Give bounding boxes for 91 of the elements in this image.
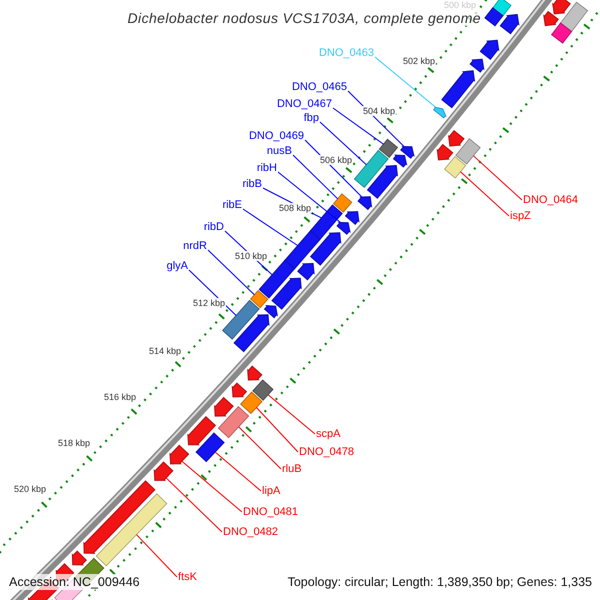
gene-label: DNO_0478 xyxy=(299,446,354,459)
scale-label: 516 kbp xyxy=(103,392,138,402)
gene-label: scpA xyxy=(316,428,340,441)
gene-glyph xyxy=(470,58,484,73)
leader-line xyxy=(208,250,255,296)
gene-glyph xyxy=(392,154,408,168)
genome-summary: Topology: circular; Length: 1,389,350 bp; Genes: 1,335 xyxy=(286,574,594,590)
leader-line xyxy=(242,208,298,246)
gene-glyph xyxy=(264,305,278,318)
scale-label: 510 kbp xyxy=(234,251,268,261)
gene-label: fbp xyxy=(304,112,319,125)
gene-glyph xyxy=(336,222,351,235)
gene-glyph xyxy=(543,10,559,26)
gene-block xyxy=(250,290,268,308)
gene-glyph xyxy=(169,444,190,464)
gene-glyph xyxy=(480,40,500,60)
gene-label: DNO_0464 xyxy=(523,194,578,207)
gene-block xyxy=(252,379,274,401)
gene-label: DNO_0481 xyxy=(243,506,298,519)
leader-line xyxy=(292,154,338,200)
gene-glyph xyxy=(441,70,476,108)
leader-line xyxy=(214,452,262,492)
scale-label: 514 kbp xyxy=(148,346,182,356)
gene-glyph xyxy=(357,196,372,210)
scale-label: 508 kbp xyxy=(278,203,312,213)
gene-block xyxy=(492,0,512,16)
gene-glyph xyxy=(271,278,302,310)
gene-label: ftsK xyxy=(178,571,197,584)
gene-glyph xyxy=(154,461,174,481)
gene-label: DNO_0463 xyxy=(318,47,374,60)
accession-text: Accession: NC_009446 xyxy=(7,574,142,590)
gene-block xyxy=(240,391,263,414)
gene-glyph xyxy=(366,164,398,199)
leader-line xyxy=(166,477,222,532)
leader-line xyxy=(238,426,282,470)
gene-label: ispZ xyxy=(510,210,531,223)
scale-label: 502 kbp xyxy=(402,56,436,66)
gene-label: ribH xyxy=(256,162,277,175)
gene-block xyxy=(354,150,389,188)
gene-block xyxy=(310,204,343,240)
scale-label: 518 kbp xyxy=(57,438,92,448)
leader-line xyxy=(472,155,522,200)
scale-label: 506 kbp xyxy=(319,155,354,165)
gene-glyph xyxy=(500,14,520,34)
leader-line xyxy=(256,407,298,452)
gene-label: nusB xyxy=(266,145,292,158)
title: Dichelobacter nodosus VCS1703A, complete genome xyxy=(128,10,481,26)
gene-glyph xyxy=(72,550,87,566)
gene-label: ribE xyxy=(222,199,242,212)
leader-line xyxy=(268,394,316,434)
gene-glyph xyxy=(83,480,156,554)
gene-block xyxy=(455,138,481,165)
gene-block xyxy=(332,193,352,213)
gene-label: lipA xyxy=(262,485,280,498)
gene-glyph xyxy=(232,382,248,398)
gene-glyph xyxy=(233,314,270,352)
gene-glyph xyxy=(344,211,360,225)
gene-label: DNO_0465 xyxy=(292,81,347,94)
gene-block xyxy=(218,406,250,438)
gene-label: DNO_0467 xyxy=(276,98,332,111)
scale-label: 504 kbp xyxy=(362,106,396,116)
scale-label: 520 kbp xyxy=(13,484,48,494)
gene-label: DNO_0469 xyxy=(248,130,304,143)
gene-label: ribB xyxy=(242,178,262,191)
leader-line xyxy=(374,56,436,108)
gene-glyph xyxy=(297,262,315,280)
gene-block xyxy=(444,156,466,179)
gene-glyph xyxy=(187,416,216,446)
gene-glyph xyxy=(400,146,415,159)
gene-block xyxy=(195,432,225,462)
gene-block xyxy=(258,260,296,299)
gene-glyph xyxy=(214,396,234,417)
leader-line xyxy=(320,122,367,166)
leader-line xyxy=(332,108,384,145)
gene-glyph xyxy=(247,366,262,381)
leader-line xyxy=(460,171,510,216)
leader-line xyxy=(181,460,242,512)
gene-label: rluB xyxy=(282,463,302,476)
gene-glyph xyxy=(552,0,571,14)
gene-block xyxy=(378,138,398,158)
gene-label: ribD xyxy=(204,221,224,234)
gene-glyph xyxy=(433,106,446,118)
scale-label: 512 kbp xyxy=(192,298,226,308)
gene-label: nrdR xyxy=(183,240,207,253)
gene-label: DNO_0482 xyxy=(223,526,278,539)
gene-label: glyA xyxy=(166,260,188,273)
gene-glyph xyxy=(448,130,465,147)
gene-glyph xyxy=(310,232,342,266)
gene-glyph xyxy=(436,144,454,160)
leader-line xyxy=(136,534,178,578)
leader-line xyxy=(278,172,341,223)
